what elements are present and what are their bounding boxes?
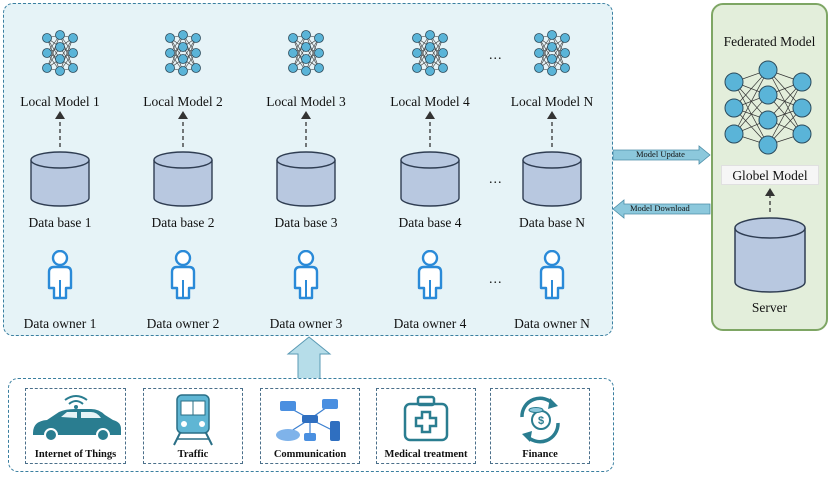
app-label: Communication xyxy=(273,449,347,460)
person-icon xyxy=(170,250,196,300)
app-traffic: Traffic xyxy=(143,388,243,464)
database-label: Data base 3 xyxy=(274,215,338,230)
ellipsis-databases: ... xyxy=(489,172,503,187)
app-label: Traffic xyxy=(177,449,209,460)
app-finance: $ Finance xyxy=(490,388,590,464)
data-owner-label: Data owner 1 xyxy=(23,316,97,331)
global-model-label: Globel Model xyxy=(721,165,819,185)
local-model-label: Local Model 4 xyxy=(390,94,470,109)
app-label: Internet of Things xyxy=(34,449,117,460)
model-download-label: Model Download xyxy=(630,203,690,213)
data-owner-label: Data owner 2 xyxy=(146,316,220,331)
database-label: Data base 2 xyxy=(151,215,215,230)
person-icon xyxy=(293,250,319,300)
car-wifi-icon xyxy=(32,395,121,442)
database-icon xyxy=(276,151,336,207)
person-icon xyxy=(417,250,443,300)
global-neural-network-icon xyxy=(724,60,812,155)
database-label: Data base 4 xyxy=(398,215,462,230)
data-owner-label: Data owner 4 xyxy=(393,316,467,331)
app-internet-of-things: Internet of Things xyxy=(25,388,126,464)
dashed-upload-arrow xyxy=(425,111,435,147)
finance-cycle-icon: $ xyxy=(520,396,560,444)
person-icon xyxy=(47,250,73,300)
server-to-global-arrow xyxy=(765,188,775,212)
database-label: Data base N xyxy=(519,215,585,230)
local-model-label: Local Model 2 xyxy=(143,94,223,109)
database-icon xyxy=(153,151,213,207)
app-medical-treatment: Medical treatment xyxy=(376,388,476,464)
local-neural-network-icon xyxy=(288,30,324,76)
model-update-label: Model Update xyxy=(636,149,685,159)
ellipsis-models: ... xyxy=(489,48,503,63)
dashed-upload-arrow xyxy=(301,111,311,147)
federated-model-title: Federated Model xyxy=(723,34,816,49)
data-owner-label: Data owner 3 xyxy=(269,316,343,331)
local-model-label: Local Model 3 xyxy=(266,94,346,109)
local-neural-network-icon xyxy=(412,30,448,76)
dashed-upload-arrow xyxy=(55,111,65,147)
model-update-arrow xyxy=(613,145,711,165)
app-label: Medical treatment xyxy=(384,449,468,460)
person-icon xyxy=(539,250,565,300)
database-label: Data base 1 xyxy=(28,215,92,230)
database-icon xyxy=(522,151,582,207)
network-icon xyxy=(276,399,340,441)
database-icon xyxy=(30,151,90,207)
app-label: Finance xyxy=(522,449,558,460)
app-communication: Communication xyxy=(260,388,360,464)
data-owner-label: Data owner N xyxy=(514,316,590,331)
ellipsis-owners: ... xyxy=(489,272,503,287)
applications-upload-arrow xyxy=(286,336,332,380)
local-model-label: Local Model N xyxy=(510,94,594,109)
dashed-upload-arrow xyxy=(178,111,188,147)
local-model-label: Local Model 1 xyxy=(20,94,100,109)
local-neural-network-icon xyxy=(42,30,78,76)
model-download-arrow xyxy=(613,199,711,219)
local-neural-network-icon xyxy=(165,30,201,76)
dashed-upload-arrow xyxy=(547,111,557,147)
database-icon xyxy=(400,151,460,207)
local-neural-network-icon xyxy=(534,30,570,76)
svg-text:$: $ xyxy=(538,415,544,427)
server-label: Server xyxy=(751,300,788,315)
medical-kit-icon xyxy=(403,395,449,442)
train-icon xyxy=(173,394,213,446)
server-database-icon xyxy=(734,217,806,293)
